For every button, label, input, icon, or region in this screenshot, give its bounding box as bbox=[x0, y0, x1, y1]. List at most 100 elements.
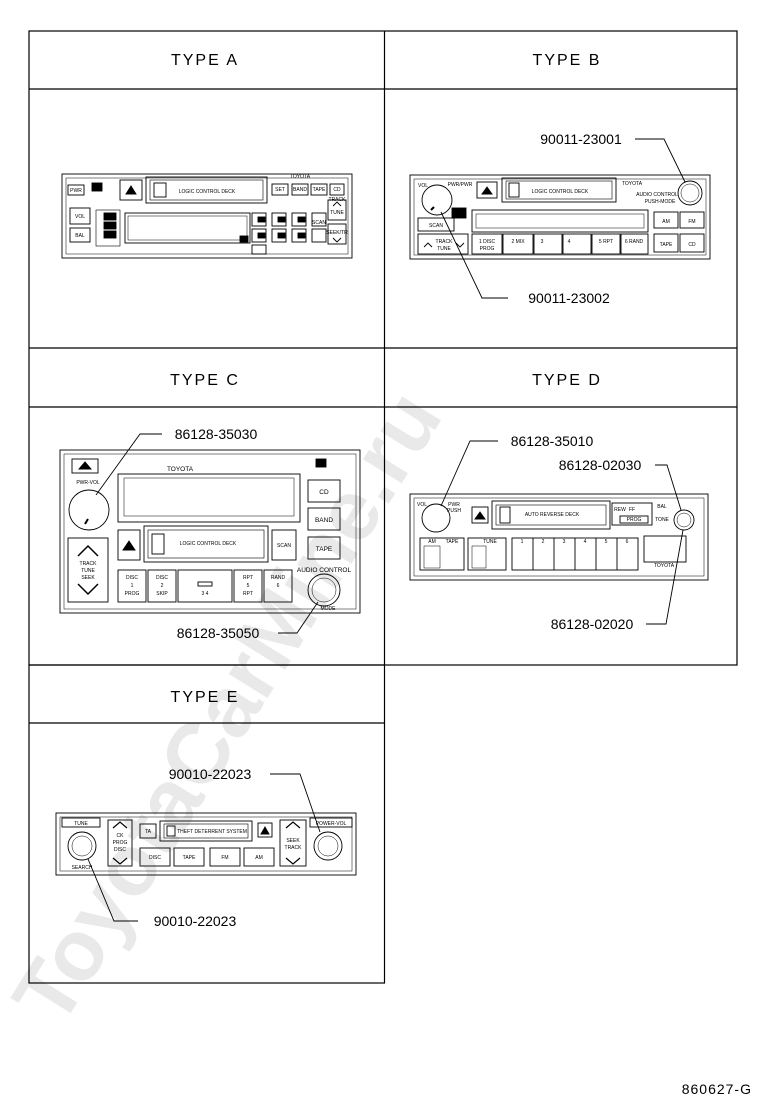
svg-text:TOYOTA: TOYOTA bbox=[290, 174, 311, 180]
type-e-leaders bbox=[87, 773, 321, 922]
svg-text:PWR-VOL: PWR-VOL bbox=[76, 480, 100, 486]
type-c-callout-bottom: 86128-35050 bbox=[177, 625, 260, 641]
svg-text:BAND: BAND bbox=[293, 187, 307, 193]
svg-text:VOL: VOL bbox=[75, 214, 85, 220]
svg-text:4: 4 bbox=[584, 539, 587, 545]
svg-text:AM: AM bbox=[255, 855, 263, 861]
svg-text:AM: AM bbox=[662, 219, 670, 225]
svg-text:4: 4 bbox=[568, 239, 571, 245]
svg-text:POWER-VOL: POWER-VOL bbox=[316, 821, 347, 827]
svg-text:TAPE: TAPE bbox=[316, 546, 333, 553]
svg-text:PWR/PWR: PWR/PWR bbox=[448, 182, 473, 188]
svg-text:3: 3 bbox=[541, 239, 544, 245]
svg-text:LOGIC CONTROL DECK: LOGIC CONTROL DECK bbox=[180, 541, 237, 547]
svg-text:TUNE: TUNE bbox=[81, 568, 95, 574]
svg-text:5: 5 bbox=[605, 539, 608, 545]
svg-text:VOL: VOL bbox=[418, 183, 428, 189]
svg-text:TRACK: TRACK bbox=[285, 845, 303, 851]
svg-text:AUTO REVERSE DECK: AUTO REVERSE DECK bbox=[525, 512, 580, 518]
svg-text:PROG: PROG bbox=[627, 517, 642, 523]
type-d-labels: VOL PWR PUSH AUTO REVERSE DECK REW FF PR… bbox=[417, 502, 675, 569]
svg-text:RPT: RPT bbox=[243, 575, 253, 581]
type-c-radio bbox=[59, 449, 361, 614]
svg-text:SCAN: SCAN bbox=[277, 543, 291, 549]
type-e-labels: TUNE SEARCH POWER-VOL TA THEFT DETERRENT… bbox=[72, 821, 347, 871]
panel-grid bbox=[28, 30, 738, 984]
svg-text:TOYOTA: TOYOTA bbox=[622, 181, 643, 187]
svg-text:TAPE: TAPE bbox=[183, 855, 196, 861]
svg-text:AM: AM bbox=[428, 539, 436, 545]
type-c-callout-top: 86128-35030 bbox=[175, 426, 258, 442]
type-a-title: TYPE A bbox=[171, 52, 239, 69]
svg-text:SEARCH: SEARCH bbox=[72, 865, 93, 871]
type-d-radio bbox=[409, 493, 709, 581]
svg-text:6 RAND: 6 RAND bbox=[625, 239, 644, 245]
svg-text:TAPE: TAPE bbox=[313, 187, 326, 193]
svg-text:TUNE: TUNE bbox=[437, 246, 451, 252]
svg-text:2: 2 bbox=[161, 583, 164, 589]
type-c-title: TYPE C bbox=[170, 372, 240, 389]
svg-text:TOYOTA: TOYOTA bbox=[167, 466, 194, 473]
svg-text:6: 6 bbox=[277, 583, 280, 589]
svg-text:CK: CK bbox=[117, 833, 125, 839]
svg-text:DISC: DISC bbox=[114, 847, 126, 853]
svg-text:5 RPT: 5 RPT bbox=[599, 239, 613, 245]
type-d-leaders bbox=[440, 440, 684, 625]
svg-text:TA: TA bbox=[145, 829, 152, 835]
type-e-callout-top: 90010-22023 bbox=[169, 766, 252, 782]
svg-text:CD: CD bbox=[688, 242, 696, 248]
svg-text:FM: FM bbox=[688, 219, 695, 225]
type-e-title: TYPE E bbox=[171, 689, 240, 706]
svg-text:TOYOTA: TOYOTA bbox=[654, 563, 675, 569]
svg-text:DISC: DISC bbox=[156, 575, 168, 581]
svg-text:BAND: BAND bbox=[315, 517, 333, 524]
svg-text:PWR: PWR bbox=[70, 188, 82, 194]
type-b-labels: TOYOTA LOGIC CONTROL DECK VOL PWR/PWR AU… bbox=[418, 181, 696, 252]
type-b-title: TYPE B bbox=[533, 52, 602, 69]
svg-text:SCAN: SCAN bbox=[429, 223, 443, 229]
svg-text:SKIP: SKIP bbox=[156, 591, 168, 597]
svg-text:LOGIC CONTROL DECK: LOGIC CONTROL DECK bbox=[532, 189, 589, 195]
svg-text:TUNE: TUNE bbox=[74, 821, 88, 827]
svg-text:PUSH: PUSH bbox=[447, 508, 461, 514]
svg-text:6: 6 bbox=[626, 539, 629, 545]
svg-text:TAPE: TAPE bbox=[660, 242, 673, 248]
svg-text:TUNE: TUNE bbox=[483, 539, 497, 545]
svg-text:VOL: VOL bbox=[417, 502, 427, 508]
svg-text:AUDIO CONTROL: AUDIO CONTROL bbox=[297, 567, 352, 574]
svg-text:DISC: DISC bbox=[126, 575, 138, 581]
svg-text:2: 2 bbox=[542, 539, 545, 545]
svg-text:BAL: BAL bbox=[657, 504, 667, 510]
svg-text:TRACK: TRACK bbox=[436, 239, 454, 245]
svg-text:TRACK: TRACK bbox=[80, 561, 98, 567]
svg-text:CD: CD bbox=[319, 489, 329, 496]
svg-text:5: 5 bbox=[247, 583, 250, 589]
svg-text:FM: FM bbox=[221, 855, 228, 861]
svg-text:SET: SET bbox=[275, 187, 285, 193]
svg-text:PROG: PROG bbox=[125, 591, 140, 597]
type-e-radio bbox=[55, 812, 357, 876]
type-b-radio bbox=[409, 174, 711, 260]
svg-text:SEEK/TR: SEEK/TR bbox=[326, 230, 348, 236]
svg-text:REW: REW bbox=[614, 507, 626, 513]
svg-text:3 4: 3 4 bbox=[202, 591, 209, 597]
svg-text:2 MIX: 2 MIX bbox=[511, 239, 525, 245]
svg-text:BAL: BAL bbox=[75, 233, 85, 239]
type-c-leaders bbox=[95, 433, 319, 634]
svg-text:THEFT DETERRENT SYSTEM: THEFT DETERRENT SYSTEM bbox=[177, 829, 247, 835]
svg-text:SCAN: SCAN bbox=[312, 220, 326, 226]
type-a-labels: TOYOTA LOGIC CONTROL DECK PWR VOL BAL SE… bbox=[70, 174, 348, 239]
svg-text:1 DISC: 1 DISC bbox=[479, 239, 496, 245]
type-d-callout-top-right: 86128-02030 bbox=[559, 457, 642, 473]
svg-text:1: 1 bbox=[131, 583, 134, 589]
type-d-callout-top-left: 86128-35010 bbox=[511, 433, 594, 449]
type-b-callout-top: 90011-23001 bbox=[540, 131, 622, 147]
svg-text:RPT: RPT bbox=[243, 591, 253, 597]
svg-text:PWR: PWR bbox=[448, 502, 460, 508]
svg-text:LOGIC CONTROL DECK: LOGIC CONTROL DECK bbox=[179, 189, 236, 195]
svg-text:1: 1 bbox=[521, 539, 524, 545]
svg-text:PROG: PROG bbox=[113, 840, 128, 846]
type-d-callout-bottom: 86128-02020 bbox=[551, 616, 634, 632]
svg-text:CD: CD bbox=[333, 187, 341, 193]
type-e-callout-bottom: 90010-22023 bbox=[154, 913, 237, 929]
